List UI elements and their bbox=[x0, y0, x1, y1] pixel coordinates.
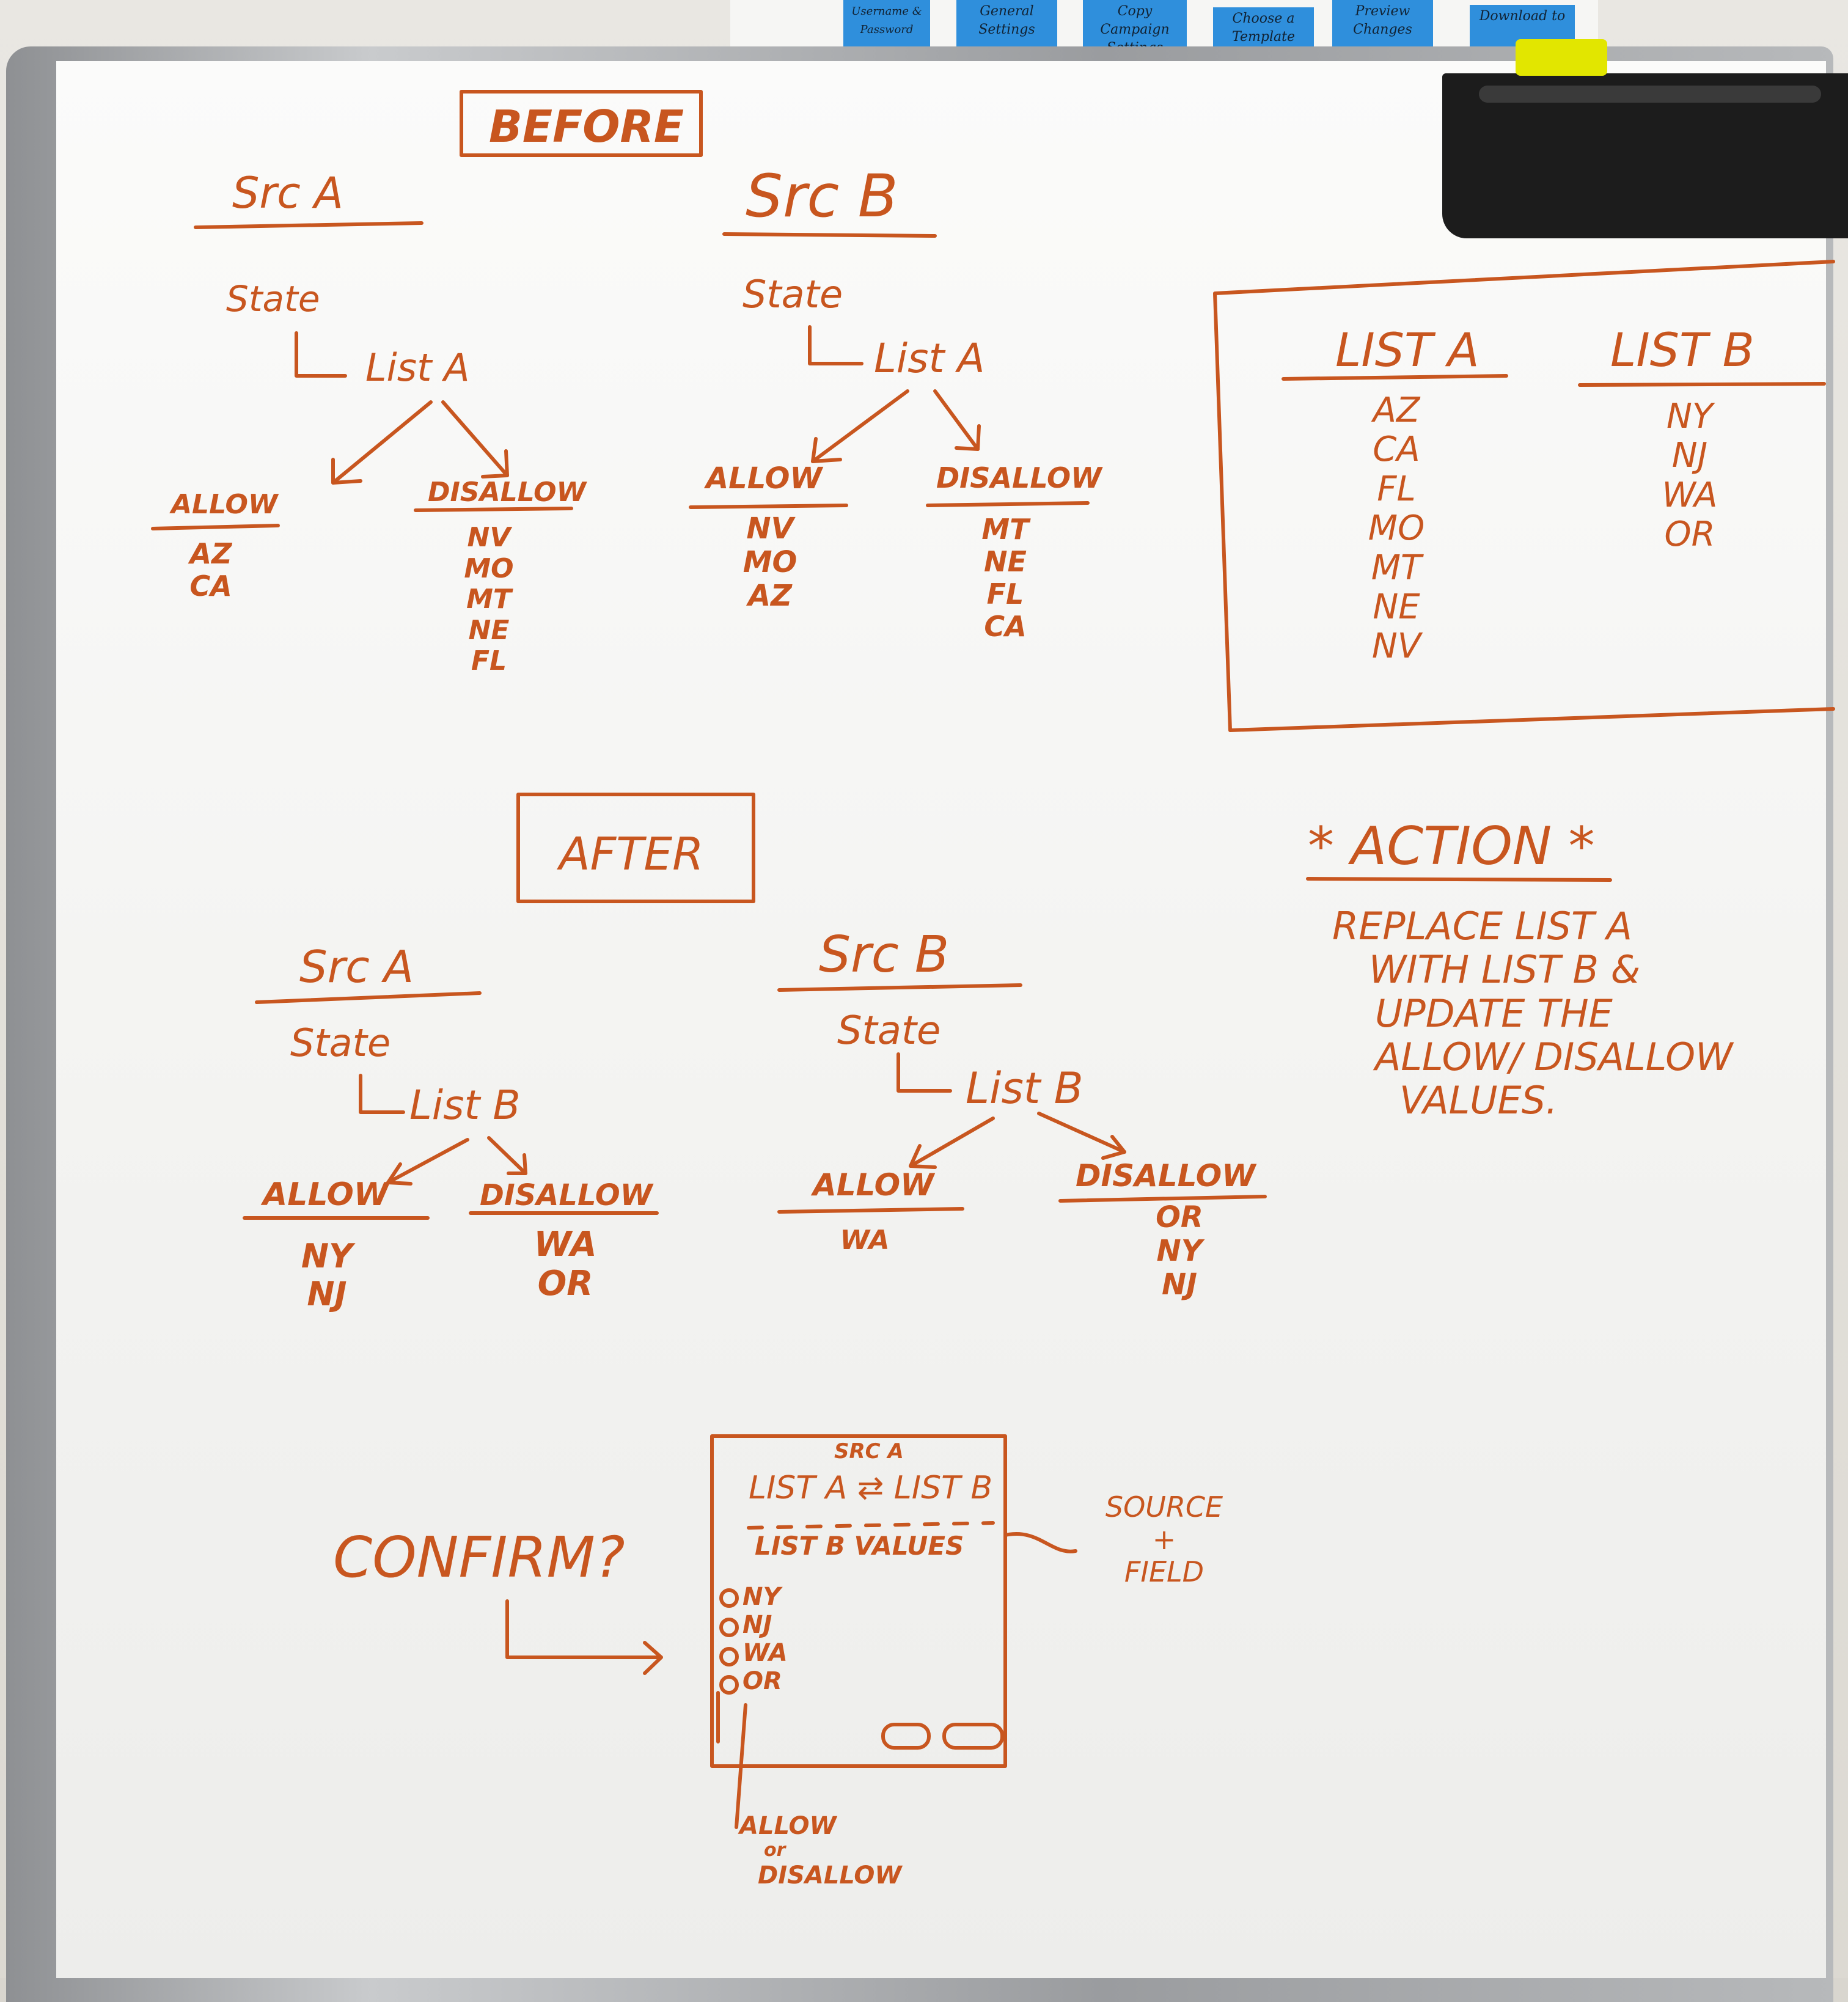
action-text: REPLACE LIST A WITH LIST B & UPDATE THE … bbox=[1332, 904, 1733, 1123]
before-src-a-allow-list: AZ CA bbox=[171, 538, 251, 603]
list-item: MO bbox=[464, 552, 514, 584]
list-item: WA bbox=[840, 1225, 890, 1256]
action-line: REPLACE LIST A bbox=[1332, 904, 1632, 948]
after-src-a-disallow-list: WA OR bbox=[519, 1225, 611, 1304]
list-item: WA bbox=[534, 1225, 597, 1264]
list-item: OR bbox=[1156, 1200, 1203, 1234]
list-item: NY bbox=[1666, 397, 1714, 436]
list-item: NJ bbox=[307, 1275, 347, 1314]
confirm-dialog-source: SRC A bbox=[834, 1439, 904, 1464]
list-item: NV bbox=[467, 522, 511, 553]
list-item: CA bbox=[1373, 430, 1420, 470]
before-src-a-list: List A bbox=[365, 345, 470, 390]
marker-tray-slot bbox=[1479, 86, 1821, 103]
after-src-b-disallow-label: DISALLOW bbox=[1076, 1158, 1256, 1194]
list-item: NJ bbox=[1161, 1267, 1198, 1302]
radio-option: WA bbox=[743, 1639, 788, 1667]
before-src-b-state: State bbox=[743, 272, 843, 317]
eraser bbox=[1516, 39, 1607, 76]
before-src-a-disallow-list: NV MO MT NE FL bbox=[449, 522, 529, 677]
list-a-title: LIST A bbox=[1335, 323, 1480, 377]
note-line: SOURCE bbox=[1105, 1491, 1223, 1524]
list-item: NY bbox=[1156, 1234, 1203, 1269]
list-item: AZ bbox=[748, 579, 792, 614]
list-a-values: AZ CA FL MO MT NE NV bbox=[1344, 391, 1448, 667]
list-item: MO bbox=[1368, 508, 1425, 549]
after-src-a-list: List B bbox=[409, 1082, 521, 1129]
allow-disallow-note: ALLOW or DISALLOW bbox=[739, 1812, 902, 1890]
list-item: NE bbox=[984, 544, 1027, 578]
list-item: MT bbox=[466, 584, 512, 615]
after-src-a-heading: Src A bbox=[299, 941, 414, 992]
after-src-b-list: List B bbox=[966, 1063, 1084, 1113]
action-title: * ACTION * bbox=[1308, 816, 1595, 877]
note-line: + bbox=[1152, 1522, 1176, 1556]
list-item: NV bbox=[746, 512, 794, 546]
before-src-b-allow-label: ALLOW bbox=[706, 461, 823, 496]
list-item: OR bbox=[537, 1264, 593, 1304]
after-src-b-allow-list: WA bbox=[831, 1225, 898, 1256]
list-item: NE bbox=[468, 614, 510, 646]
list-item: CA bbox=[189, 569, 232, 603]
after-src-a-disallow-label: DISALLOW bbox=[480, 1178, 653, 1212]
list-item: FL bbox=[471, 645, 507, 677]
after-title: AFTER bbox=[559, 828, 704, 881]
confirm-dialog-swap: LIST A ⇄ LIST B bbox=[749, 1470, 993, 1506]
list-item: FL bbox=[1377, 469, 1416, 509]
action-line: VALUES. bbox=[1399, 1078, 1558, 1123]
confirm-label: CONFIRM? bbox=[333, 1525, 625, 1590]
before-src-b-list: List A bbox=[874, 335, 985, 382]
list-item: CA bbox=[984, 609, 1027, 643]
list-item: FL bbox=[986, 577, 1024, 610]
before-src-a-allow-label: ALLOW bbox=[171, 489, 278, 520]
note-line: FIELD bbox=[1124, 1555, 1204, 1588]
list-item: NJ bbox=[1671, 436, 1708, 476]
whiteboard bbox=[56, 61, 1826, 1978]
list-item: NY bbox=[301, 1237, 353, 1275]
action-line: WITH LIST B & bbox=[1369, 947, 1641, 992]
before-title: BEFORE bbox=[489, 101, 684, 152]
list-item: NV bbox=[1371, 626, 1421, 667]
before-src-b-heading: Src B bbox=[746, 162, 898, 230]
list-item: AZ bbox=[1373, 391, 1420, 430]
list-item: WA bbox=[1662, 475, 1718, 515]
note-line: or bbox=[764, 1839, 786, 1861]
list-item: MT bbox=[981, 513, 1029, 546]
list-item: OR bbox=[1664, 515, 1715, 555]
list-b-values: NY NJ WA OR bbox=[1638, 397, 1742, 555]
before-src-b-disallow-label: DISALLOW bbox=[936, 461, 1102, 494]
radio-option: OR bbox=[743, 1667, 782, 1695]
before-src-a-heading: Src A bbox=[232, 168, 343, 218]
after-src-b-disallow-list: OR NY NJ bbox=[1143, 1200, 1216, 1302]
action-line: UPDATE THE bbox=[1375, 991, 1613, 1036]
after-src-b-heading: Src B bbox=[819, 926, 950, 984]
list-item: MT bbox=[1371, 548, 1422, 588]
before-src-a-disallow-label: DISALLOW bbox=[428, 477, 587, 508]
radio-option: NJ bbox=[743, 1611, 772, 1639]
before-src-b-disallow-list: MT NE FL CA bbox=[966, 513, 1045, 643]
after-src-a-state: State bbox=[290, 1021, 391, 1065]
after-src-b-allow-label: ALLOW bbox=[813, 1167, 934, 1203]
confirm-dialog-options: NY NJ WA OR bbox=[743, 1583, 788, 1695]
confirm-dialog-values: LIST B VALUES bbox=[755, 1531, 964, 1561]
list-item: AZ bbox=[189, 537, 232, 570]
before-src-b-allow-list: NV MO AZ bbox=[730, 512, 810, 614]
note-line: ALLOW bbox=[739, 1812, 837, 1840]
action-line: ALLOW/ DISALLOW bbox=[1375, 1034, 1733, 1079]
list-item: MO bbox=[743, 545, 798, 580]
before-src-a-state: State bbox=[226, 278, 320, 320]
after-src-b-state: State bbox=[837, 1008, 941, 1054]
source-field-note: SOURCE + FIELD bbox=[1103, 1491, 1225, 1588]
after-src-a-allow-list: NY NJ bbox=[284, 1237, 370, 1314]
radio-option: NY bbox=[743, 1583, 781, 1611]
note-line: DISALLOW bbox=[758, 1861, 902, 1890]
after-src-a-allow-label: ALLOW bbox=[263, 1176, 389, 1213]
list-item: NE bbox=[1373, 587, 1420, 627]
list-b-title: LIST B bbox=[1610, 323, 1755, 377]
